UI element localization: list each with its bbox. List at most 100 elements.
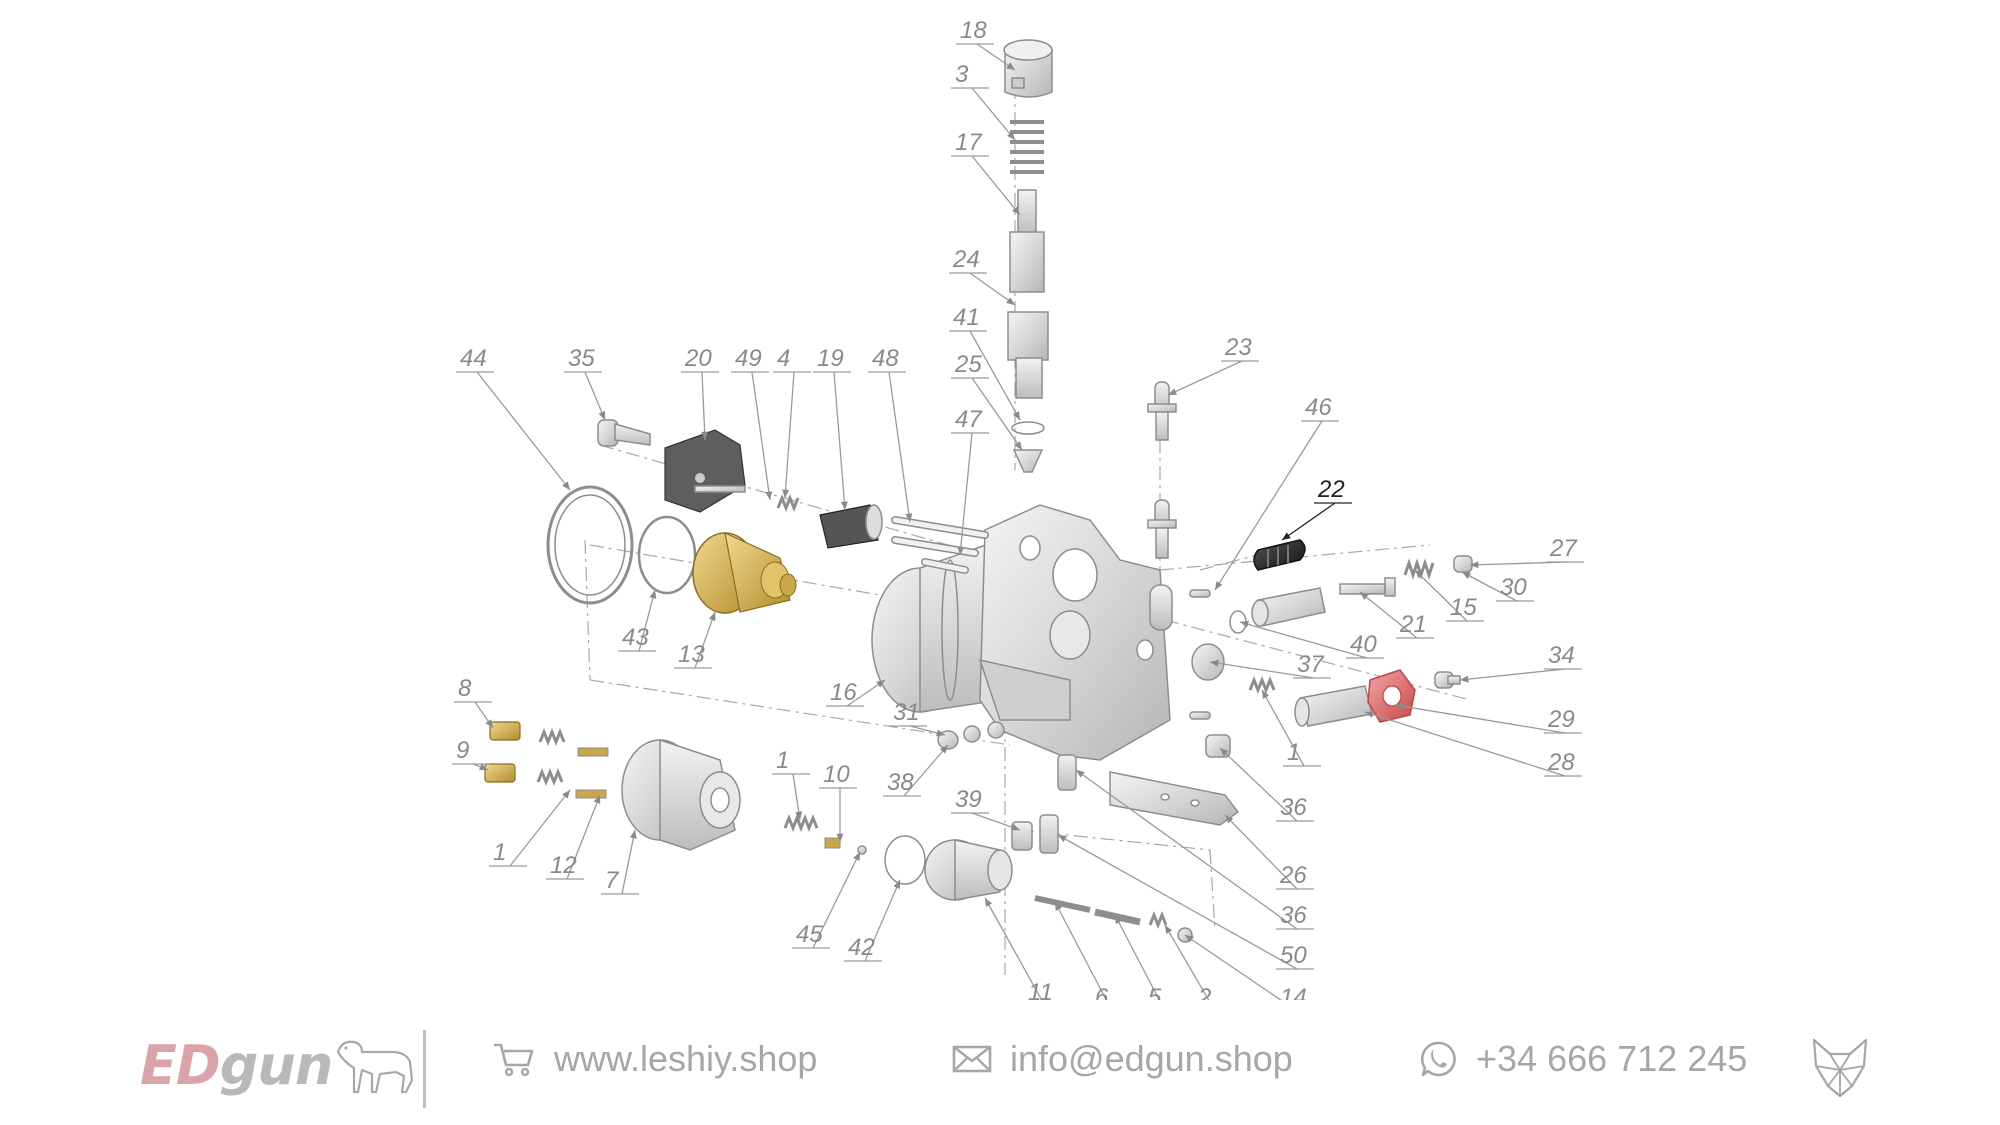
leader-arrowhead xyxy=(1168,388,1177,395)
part-pin-46 xyxy=(1189,589,1211,598)
callout-number: 10 xyxy=(823,761,850,788)
callout-number: 50 xyxy=(1280,942,1307,969)
leader-arrowhead xyxy=(1360,592,1369,600)
leader-arrowhead xyxy=(479,763,488,771)
leader-arrowhead xyxy=(1220,748,1229,757)
leader-arrowhead xyxy=(985,898,993,907)
cart-icon xyxy=(494,1043,534,1077)
callout-number: 44 xyxy=(460,345,487,372)
leader-line xyxy=(1414,569,1468,622)
leader-arrowhead xyxy=(1007,131,1015,140)
callout-number: 48 xyxy=(872,345,899,372)
leader-arrowhead xyxy=(1415,570,1424,579)
callout-number: 47 xyxy=(955,406,983,433)
part-sleeve-24 xyxy=(1007,311,1049,399)
leader-line xyxy=(1057,834,1298,970)
leader-line xyxy=(1239,621,1368,659)
brand-text-ed: ED xyxy=(140,1033,221,1097)
part-plate-26 xyxy=(1109,771,1240,826)
leader-line xyxy=(971,377,1023,451)
wolf-head-icon xyxy=(1812,1038,1868,1098)
callout-number: 1 xyxy=(1287,739,1300,766)
envelope-icon xyxy=(952,1045,992,1073)
leader-line xyxy=(1261,689,1305,767)
callout-number: 21 xyxy=(1399,611,1427,638)
whatsapp-icon xyxy=(1420,1041,1456,1077)
leader-arrowhead xyxy=(1282,532,1291,540)
leader-line xyxy=(1459,668,1566,681)
leader-arrowhead xyxy=(893,880,900,889)
part-oring-44 xyxy=(546,485,634,605)
footer-bar: EDgun www.leshiy.shop info@edgun.shop +3… xyxy=(0,1010,2000,1120)
leader-arrowhead xyxy=(1365,711,1374,718)
exploded-parts-diagram: 1831724412547234622273015214037342928136… xyxy=(452,17,1584,1000)
leader-line xyxy=(509,789,571,867)
part-cap-30 xyxy=(1453,555,1473,573)
leader-line xyxy=(1359,591,1418,639)
leader-line xyxy=(694,611,716,669)
leader-line xyxy=(971,155,1021,216)
leader-arrowhead xyxy=(795,811,803,820)
website-link[interactable]: www.leshiy.shop xyxy=(492,1038,817,1080)
callout-number: 8 xyxy=(458,675,472,702)
leader-arrowhead xyxy=(782,489,790,498)
leader-line xyxy=(984,897,1043,1000)
leader-arrowhead xyxy=(853,852,860,861)
leader-line xyxy=(751,371,771,501)
email-link[interactable]: info@edgun.shop xyxy=(952,1038,1293,1080)
leader-arrowhead xyxy=(649,590,657,599)
leader-arrowhead xyxy=(1055,902,1062,911)
phone-link[interactable]: +34 666 712 245 xyxy=(1420,1038,1747,1080)
callout-number: 41 xyxy=(953,304,980,331)
leader-arrowhead xyxy=(1470,561,1479,569)
leader-line xyxy=(1075,769,1298,930)
leader-arrowhead xyxy=(701,431,709,440)
callout-number: 26 xyxy=(1279,862,1307,889)
callout-number: 4 xyxy=(777,345,790,372)
part-pin-50 xyxy=(1039,754,1077,854)
brand-logo[interactable]: EDgun xyxy=(140,1020,418,1110)
leader-arrowhead xyxy=(1185,935,1194,943)
leader-line xyxy=(1281,502,1336,541)
leader-arrowhead xyxy=(1058,835,1067,843)
part-spring-1-right xyxy=(1248,675,1276,695)
part-valves-8-9 xyxy=(484,721,609,799)
brand-text-gun: gun xyxy=(219,1033,334,1097)
callout-number: 3 xyxy=(955,61,969,88)
part-spring-15 xyxy=(1403,558,1435,580)
part-ring-29 xyxy=(1367,669,1416,723)
part-bracket-20 xyxy=(664,429,746,513)
leader-arrowhead xyxy=(708,612,716,621)
callout-number: 28 xyxy=(1547,749,1575,776)
leader-arrowhead xyxy=(1215,581,1223,590)
leader-line xyxy=(833,371,846,511)
callout-number: 1 xyxy=(493,839,506,866)
callout-number: 14 xyxy=(1280,984,1307,1000)
leader-arrowhead xyxy=(1165,925,1173,934)
leader-line xyxy=(959,432,973,556)
callout-number: 19 xyxy=(817,345,844,372)
leader-arrowhead xyxy=(1011,823,1020,831)
leader-line xyxy=(1461,571,1518,602)
leader-arrowhead xyxy=(485,719,493,728)
phone-text: +34 666 712 245 xyxy=(1476,1038,1748,1079)
part-cone-25 xyxy=(1012,449,1044,473)
callout-number: 27 xyxy=(1549,535,1578,562)
leader-arrowhead xyxy=(765,491,773,500)
leader-line xyxy=(701,371,706,441)
callout-number: 11 xyxy=(1028,979,1053,1000)
leader-arrowhead xyxy=(1006,297,1015,305)
leader-arrowhead xyxy=(562,481,570,490)
callout-number: 37 xyxy=(1297,651,1325,678)
leader-line xyxy=(566,794,601,880)
part-pin-28 xyxy=(1294,685,1373,727)
leader-arrowhead xyxy=(598,411,606,420)
leader-arrowhead xyxy=(1225,815,1234,824)
callout-number: 39 xyxy=(955,786,982,813)
dog-icon xyxy=(337,1040,414,1094)
leader-line xyxy=(476,371,571,491)
callout-number: 17 xyxy=(955,129,983,156)
leader-line xyxy=(1214,420,1323,591)
leader-arrowhead xyxy=(1006,62,1015,70)
